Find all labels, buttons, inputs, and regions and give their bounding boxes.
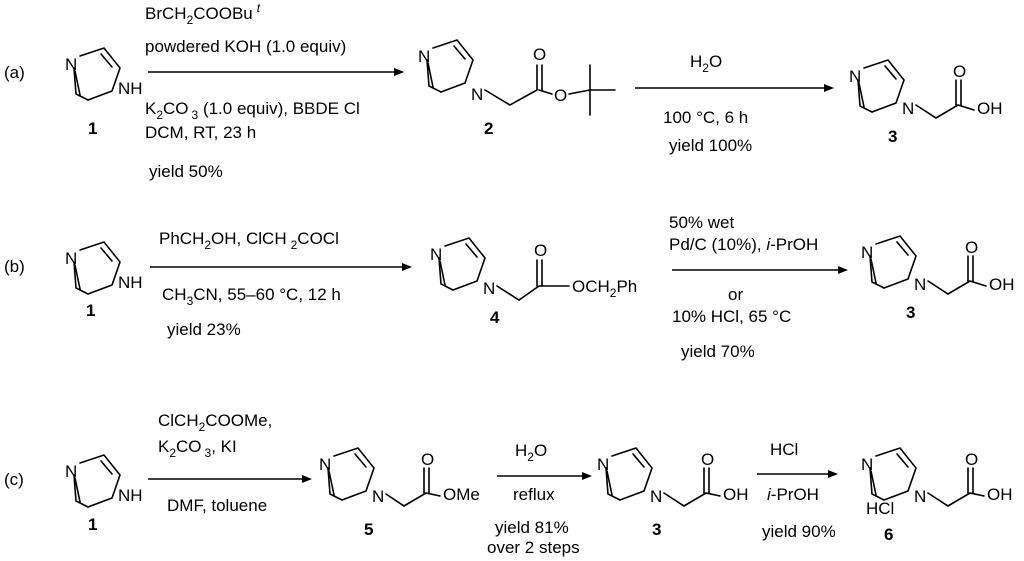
- arrowhead-a1: [394, 68, 404, 76]
- svg-text:OH: OH: [987, 485, 1013, 504]
- condition-c-step3: i-PrOH: [767, 485, 819, 504]
- svg-text:O: O: [965, 238, 978, 257]
- imidazole-structure-1a: N NH: [65, 47, 143, 101]
- imidazole-structure-1c: N NH: [65, 454, 143, 508]
- imidazolylacetic-acid-structure-3b: N N O OH: [861, 235, 1015, 295]
- yield-a1: yield 50%: [149, 162, 223, 181]
- compound-number-1c: 1: [88, 515, 97, 534]
- imidazolylacetic-acid-hcl-structure-6: N N O OH HCl: [861, 447, 1013, 518]
- reagent-a2: powdered KOH (1.0 equiv): [145, 37, 346, 56]
- svg-text:N: N: [849, 67, 861, 86]
- compound-number-6: 6: [884, 525, 893, 544]
- compound-number-1b: 1: [86, 301, 95, 320]
- reagent-b2-or: or: [728, 285, 743, 304]
- compound-number-3c: 3: [652, 520, 661, 539]
- svg-text:N: N: [319, 455, 331, 474]
- reagent-c-step2: H2O: [515, 441, 547, 464]
- yield-a-step2: yield 100%: [669, 136, 752, 155]
- svg-text:N: N: [914, 275, 926, 294]
- compound-number-3a: 3: [888, 127, 897, 146]
- tbutyl-ester-structure-2: N N O O: [418, 39, 616, 116]
- svg-text:N: N: [650, 487, 662, 506]
- imidazolylacetic-acid-structure-3c: N N O OH: [597, 447, 749, 507]
- svg-text:N: N: [65, 249, 77, 268]
- imidazolylacetic-acid-structure-3a: N N O OH: [849, 59, 1003, 119]
- svg-text:NH: NH: [118, 486, 143, 505]
- condition-c-step2: reflux: [513, 485, 555, 504]
- condition-a2: DCM, RT, 23 h: [145, 123, 256, 142]
- part-label-b: (b): [4, 257, 25, 276]
- hcl-salt-label: HCl: [866, 499, 894, 518]
- reagent-a-step2: H2O: [690, 52, 722, 75]
- svg-text:O: O: [533, 45, 546, 64]
- svg-text:OH: OH: [977, 99, 1003, 118]
- part-label-a: (a): [4, 63, 25, 82]
- condition-a-step2: 100 °C, 6 h: [663, 108, 748, 127]
- atom-NH: NH: [118, 79, 143, 98]
- arrowhead-c1: [302, 475, 312, 483]
- svg-text:N: N: [372, 487, 384, 506]
- condition-b1: CH3CN, 55–60 °C, 12 h: [162, 285, 341, 308]
- benzyl-ester-structure-4: N N O OCH2Ph: [430, 237, 637, 301]
- arrowhead-b1: [402, 263, 412, 271]
- compound-number-3b: 3: [906, 303, 915, 322]
- reagent-b2-line2: Pd/C (10%), i-PrOH: [669, 235, 818, 254]
- svg-text:OH: OH: [989, 275, 1015, 294]
- svg-text:N: N: [914, 487, 926, 506]
- svg-text:OH: OH: [723, 485, 749, 504]
- reagent-c-step3: HCl: [770, 440, 798, 459]
- arrowhead-b2: [838, 266, 848, 274]
- yield-b2: yield 70%: [681, 342, 755, 361]
- svg-text:N: N: [861, 455, 873, 474]
- arrowhead-a2: [824, 84, 834, 92]
- methyl-ester-structure-5: N N O OMe: [319, 447, 480, 507]
- svg-text:OMe: OMe: [443, 485, 480, 504]
- svg-text:OCH2Ph: OCH2Ph: [572, 277, 637, 300]
- reagent-c1: ClCH2COOMe,: [158, 411, 272, 434]
- reagent-b2-line1: 50% wet: [669, 213, 734, 232]
- yield-c-step2-line1: yield 81%: [495, 518, 569, 537]
- svg-text:O: O: [953, 62, 966, 81]
- imidazole-structure-1b: N NH: [65, 241, 143, 295]
- svg-text:N: N: [471, 85, 483, 104]
- yield-b1: yield 23%: [167, 320, 241, 339]
- svg-text:N: N: [65, 462, 77, 481]
- svg-text:N: N: [902, 99, 914, 118]
- compound-number-1a: 1: [88, 119, 97, 138]
- condition-c1: DMF, toluene: [167, 496, 267, 515]
- svg-text:O: O: [421, 450, 434, 469]
- compound-number-5: 5: [364, 520, 373, 539]
- compound-number-2: 2: [484, 119, 493, 138]
- svg-text:O: O: [701, 450, 714, 469]
- part-label-c: (c): [4, 470, 24, 489]
- compound-number-4: 4: [490, 308, 500, 327]
- arrowhead-c3: [828, 470, 838, 478]
- atom-N: N: [65, 55, 77, 74]
- reagent-b2-line3: 10% HCl, 65 °C: [672, 307, 791, 326]
- svg-text:O: O: [965, 450, 978, 469]
- svg-text:O: O: [554, 86, 567, 105]
- arrowhead-c2: [582, 472, 592, 480]
- svg-text:N: N: [430, 245, 442, 264]
- svg-text:N: N: [861, 243, 873, 262]
- svg-text:NH: NH: [118, 273, 143, 292]
- svg-text:N: N: [483, 279, 495, 298]
- svg-text:N: N: [418, 47, 430, 66]
- svg-text:N: N: [597, 455, 609, 474]
- yield-c-step3: yield 90%: [762, 522, 836, 541]
- svg-text:O: O: [534, 241, 547, 260]
- yield-c-step2-line2: over 2 steps: [487, 538, 580, 557]
